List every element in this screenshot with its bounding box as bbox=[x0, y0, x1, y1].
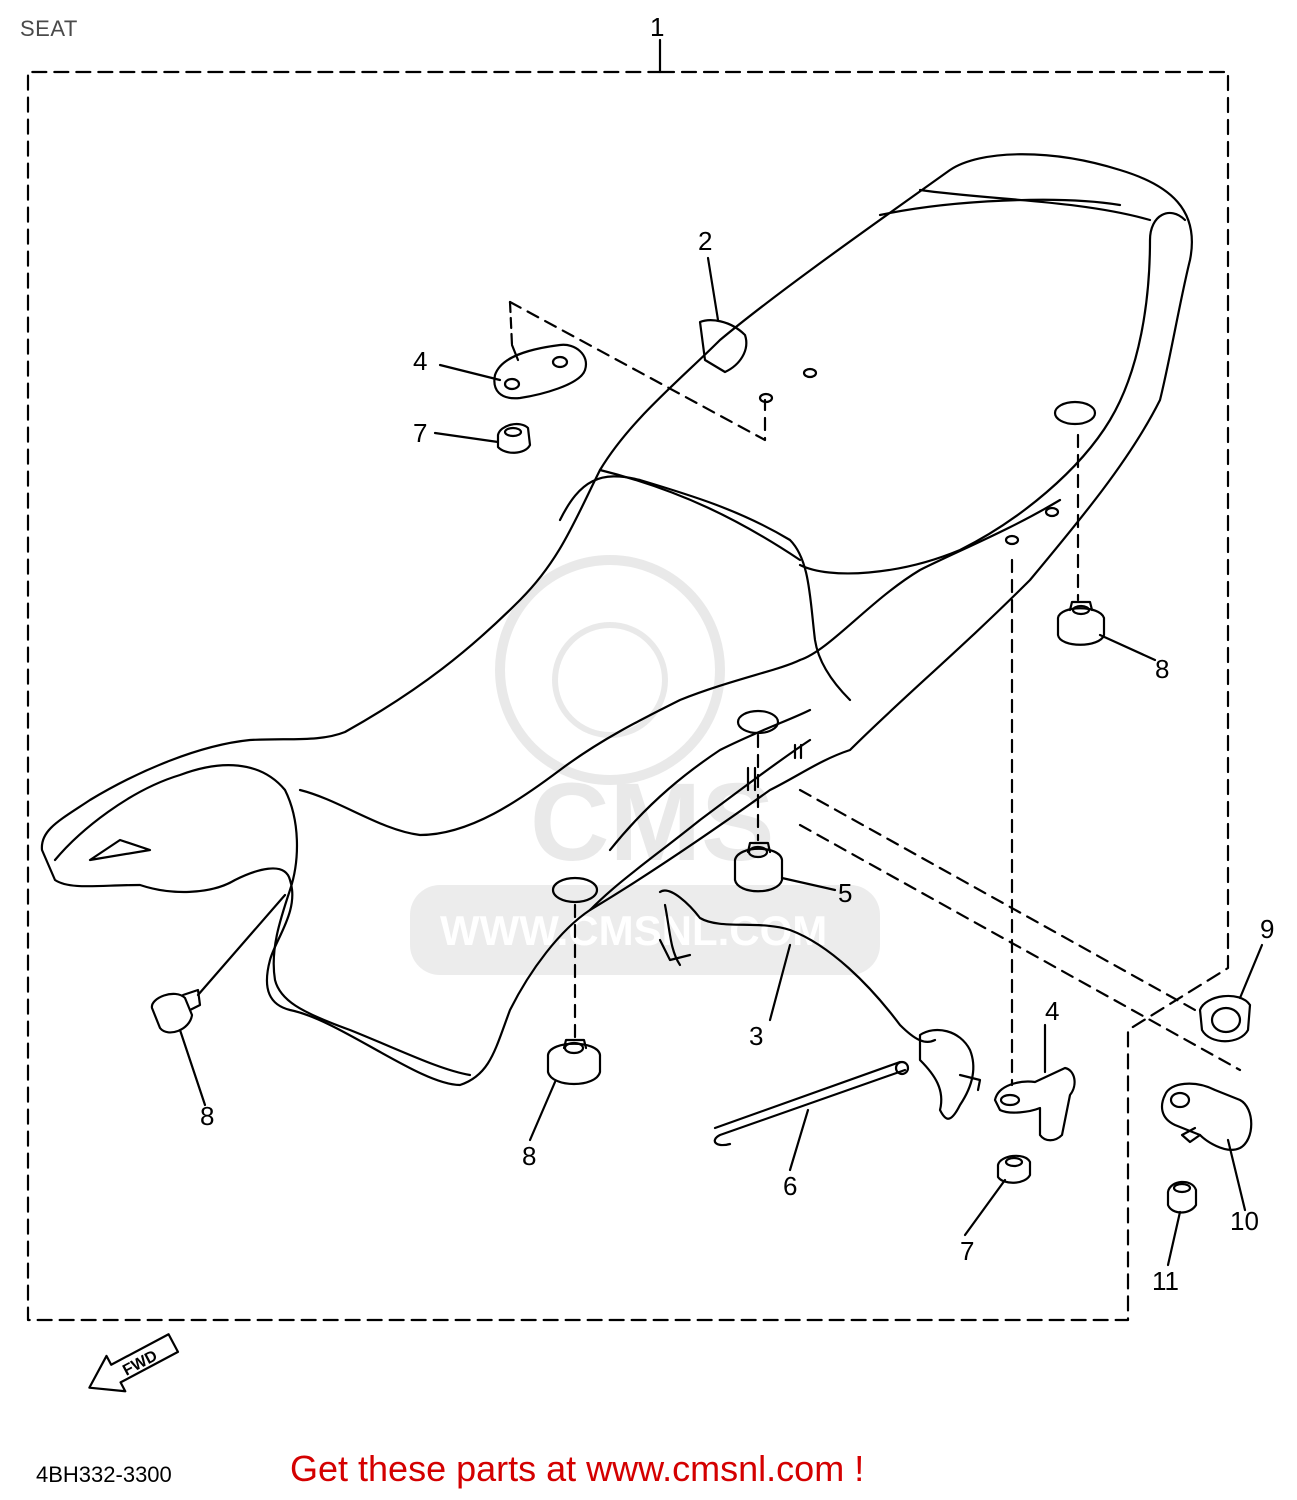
callout-3: 3 bbox=[749, 1021, 763, 1051]
callout-5: 5 bbox=[838, 878, 852, 908]
callout-6: 6 bbox=[783, 1171, 797, 1201]
callout-9: 9 bbox=[1260, 914, 1274, 944]
grommet-part-9 bbox=[1198, 994, 1252, 1043]
callout-7-bottom: 7 bbox=[960, 1236, 974, 1266]
nut-part-7-top bbox=[496, 422, 532, 454]
seat-lock-part-10 bbox=[1160, 1082, 1253, 1151]
damper-part-5 bbox=[733, 841, 784, 893]
hook-part-2 bbox=[698, 319, 748, 374]
watermark-url: WWW.CMSNL.COM bbox=[440, 907, 827, 954]
bracket-part-4-bottom bbox=[993, 1066, 1076, 1142]
spring-part-6 bbox=[713, 1060, 910, 1147]
callout-7-top: 7 bbox=[413, 418, 427, 448]
callout-10: 10 bbox=[1230, 1206, 1259, 1236]
callout-4-top: 4 bbox=[413, 346, 427, 376]
watermark-brand: CMS bbox=[530, 761, 774, 884]
damper-part-8-bottom bbox=[546, 1038, 602, 1085]
callout-2: 2 bbox=[698, 226, 712, 256]
callout-11: 11 bbox=[1152, 1266, 1179, 1296]
knob-part-8-left bbox=[150, 988, 202, 1034]
page-title: SEAT bbox=[20, 16, 78, 41]
nut-part-11 bbox=[1166, 1180, 1198, 1214]
diagram-part-code: 4BH332-3300 bbox=[36, 1462, 172, 1487]
damper-part-8-right bbox=[1056, 600, 1106, 646]
callout-8-right: 8 bbox=[1155, 654, 1169, 684]
callout-1: 1 bbox=[650, 12, 664, 42]
lock-rod-part-3 bbox=[658, 889, 982, 1120]
cta-link-text[interactable]: Get these parts at www.cmsnl.com ! bbox=[290, 1448, 865, 1489]
bracket-part-4-top bbox=[493, 343, 588, 400]
seat-body bbox=[40, 153, 1193, 1087]
nut-part-7-bottom bbox=[996, 1154, 1032, 1184]
cms-watermark-logo: CMS WWW.CMSNL.COM bbox=[410, 555, 880, 975]
callout-4-bottom: 4 bbox=[1045, 996, 1059, 1026]
assembly-dashed-border bbox=[26, 70, 1230, 1322]
callout-8-left: 8 bbox=[200, 1101, 214, 1131]
callout-8-bottom: 8 bbox=[522, 1141, 536, 1171]
forward-arrow-icon: FWD bbox=[88, 1333, 180, 1393]
